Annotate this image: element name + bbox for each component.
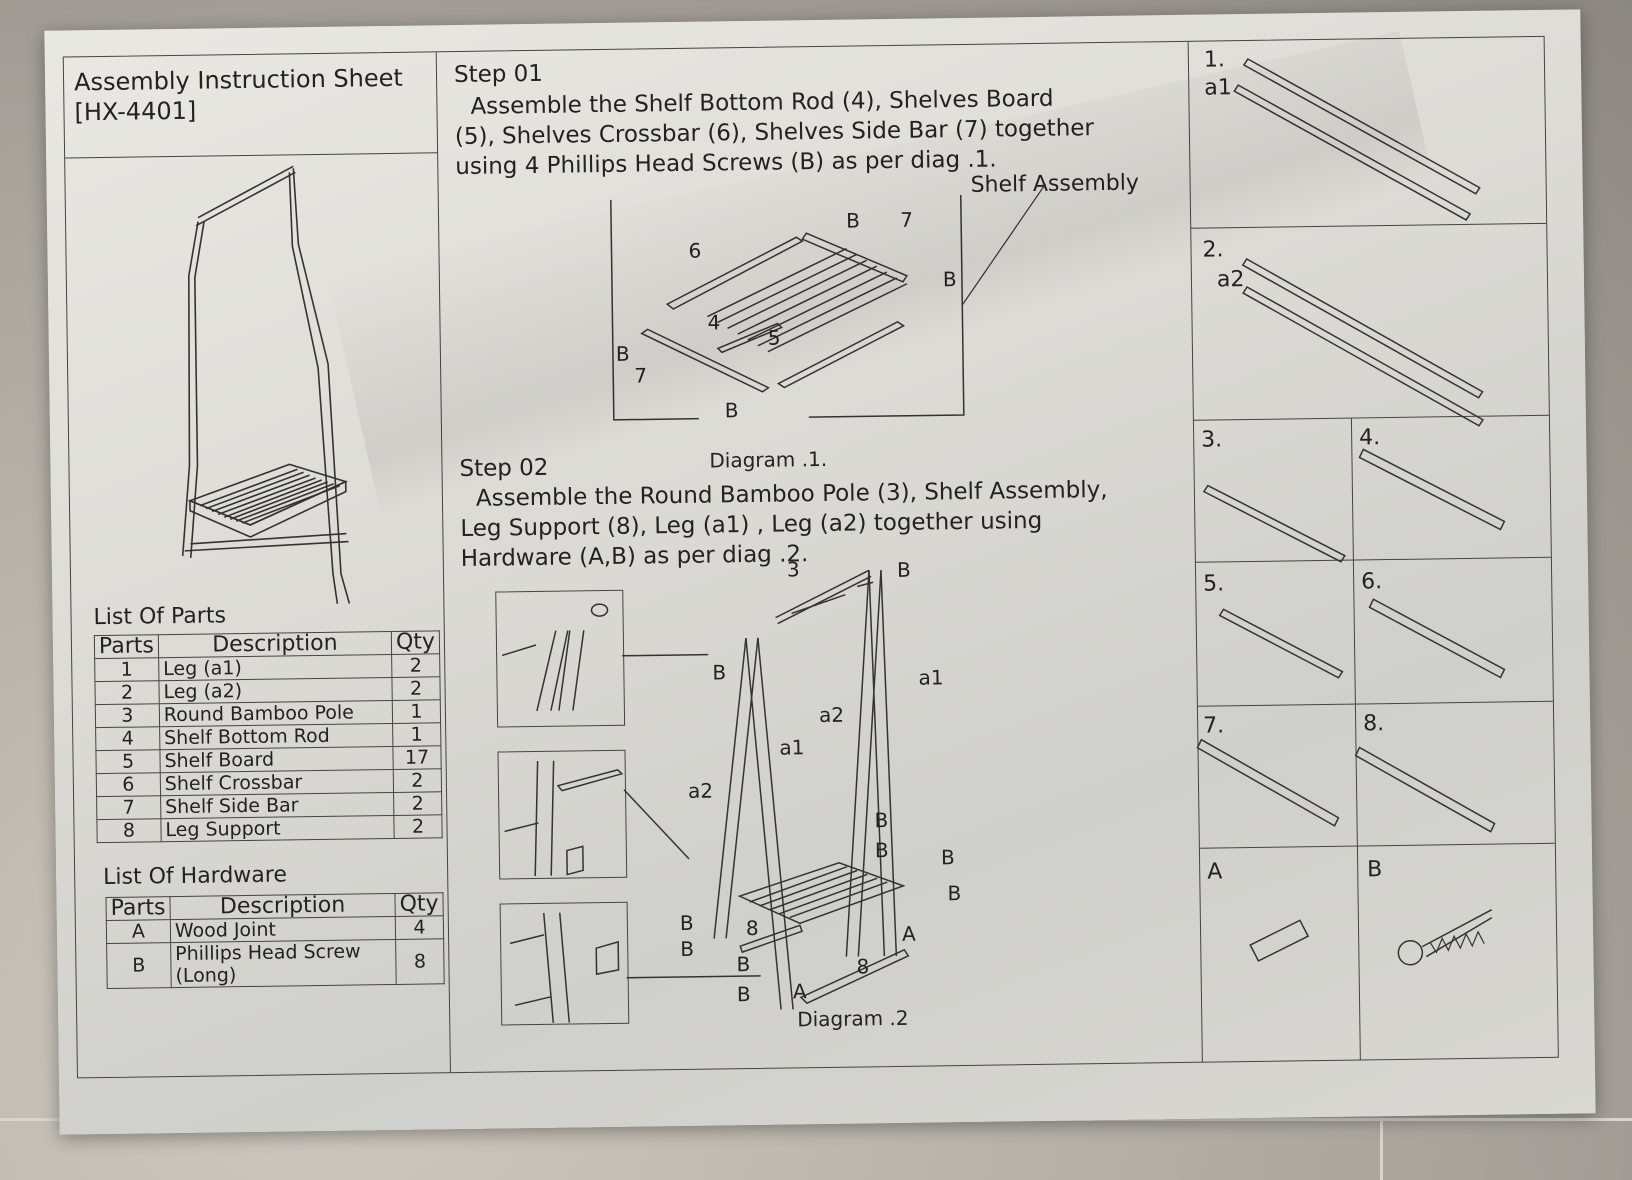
diagram2-label-8: 8 [745, 915, 759, 941]
assembled-rack-drawing [181, 165, 351, 604]
table-row: 8 Leg Support 2 [96, 814, 443, 843]
diagram-1-shelf-assembly [610, 183, 1047, 421]
floor-tile-line [1380, 1120, 1383, 1180]
diagram2-label-a: A [792, 979, 807, 1004]
shelf-assembly-callout: Shelf Assembly [970, 170, 1140, 198]
diagram2-label-b: B [874, 808, 889, 833]
diagram2-label-a: A [901, 921, 916, 946]
model-number: [HX-4401] [74, 96, 197, 127]
diagram2-label-a1: a1 [918, 665, 944, 690]
diagram1-label-5: 5 [767, 325, 781, 350]
part-number: 1 [94, 657, 159, 682]
part-description: Shelf Board [159, 746, 394, 773]
part-qty: 17 [392, 745, 442, 770]
diagram1-label-4: 4 [707, 310, 721, 335]
hardware-id: A [106, 919, 171, 944]
diagram2-label-b: B [940, 845, 955, 870]
part-description: Leg (a2) [158, 677, 393, 704]
part-number: 7 [96, 795, 161, 820]
part-number: 4 [95, 726, 160, 751]
column-header-qty: Qty [394, 891, 444, 917]
diagram2-label-b: B [947, 881, 962, 906]
hardware-qty: 8 [395, 938, 445, 985]
part-number: 6 [96, 772, 161, 797]
hardware-qty: 4 [395, 915, 444, 940]
parts-list-heading: List Of Parts [93, 603, 227, 631]
diagram2-label-b: B [896, 557, 911, 582]
part-qty: 2 [391, 676, 441, 701]
diagram1-label-b: B [845, 208, 860, 233]
part-description: Shelf Crossbar [160, 769, 394, 796]
diagram-2-frame-assembly [501, 569, 910, 1023]
hardware-description: Phillips Head Screw (Long) [170, 939, 397, 988]
part-qty: 1 [392, 722, 441, 747]
part-description: Leg Support [160, 815, 395, 842]
part-number: 2 [94, 680, 160, 705]
diagram2-label-b: B [680, 936, 695, 961]
diagram2-label-a2: a2 [818, 702, 845, 728]
diagram2-label-3: 3 [786, 557, 800, 582]
part-description: Shelf Bottom Rod [159, 723, 393, 750]
diagram-1-caption: Diagram .1. [709, 446, 828, 473]
part-description: Leg (a1) [158, 654, 392, 681]
step2-title: Step 02 [459, 454, 549, 483]
part-number: 3 [95, 703, 160, 728]
hardware-list-heading: List Of Hardware [103, 862, 288, 891]
sheet-title: Assembly Instruction Sheet [73, 63, 404, 97]
parts-table: Parts Description Qty 1 Leg (a1) 2 2 Leg… [94, 629, 443, 843]
part-qty: 2 [391, 653, 440, 678]
diagram1-label-b: B [942, 267, 957, 292]
part-grid-drawings [1196, 57, 1506, 966]
diagram1-label-b: B [724, 398, 739, 423]
diagram1-label-b: B [615, 341, 630, 366]
diagram2-label-a1: a1 [779, 735, 805, 760]
part-qty: 2 [393, 768, 442, 793]
diagram2-label-b: B [874, 838, 889, 863]
column-header-description: Description [169, 893, 396, 920]
part-qty: 2 [393, 814, 443, 839]
hardware-description: Wood Joint [170, 916, 396, 943]
diagram2-label-b: B [736, 952, 751, 977]
step1-title: Step 01 [453, 60, 544, 89]
part-number: 5 [95, 749, 161, 774]
hardware-id: B [106, 942, 172, 989]
part-description: Shelf Side Bar [160, 792, 394, 819]
diagram2-label-b: B [679, 910, 694, 935]
part-description: Round Bamboo Pole [159, 700, 393, 727]
diagram2-label-b: B [712, 660, 727, 685]
step1-instructions: Assemble the Shelf Bottom Rod (4), Shelv… [454, 85, 1095, 181]
diagram2-label-8: 8 [856, 954, 870, 979]
column-header-qty: Qty [391, 629, 440, 655]
diagram1-label-7: 7 [634, 363, 648, 388]
column-header-description: Description [158, 631, 392, 658]
diagram-2-caption: Diagram .2 [797, 1005, 909, 1032]
diagram1-label-6: 6 [688, 238, 702, 263]
part-number: 8 [96, 818, 162, 843]
part-qty: 1 [392, 699, 441, 724]
column-header-parts: Parts [105, 895, 171, 921]
instruction-sheet: Assembly Instruction Sheet [HX-4401] [44, 9, 1596, 1135]
diagram2-label-a2: a2 [687, 778, 714, 803]
part-qty: 2 [393, 791, 442, 816]
sheet-frame: Assembly Instruction Sheet [HX-4401] [62, 35, 1559, 1079]
table-row: B Phillips Head Screw (Long) 8 [106, 938, 445, 989]
hardware-table: Parts Description Qty A Wood Joint 4 B P… [105, 891, 445, 989]
column-header-parts: Parts [94, 633, 159, 659]
diagram1-label-7: 7 [899, 207, 913, 232]
diagram2-label-b: B [736, 982, 751, 1007]
divider-title [65, 152, 438, 159]
